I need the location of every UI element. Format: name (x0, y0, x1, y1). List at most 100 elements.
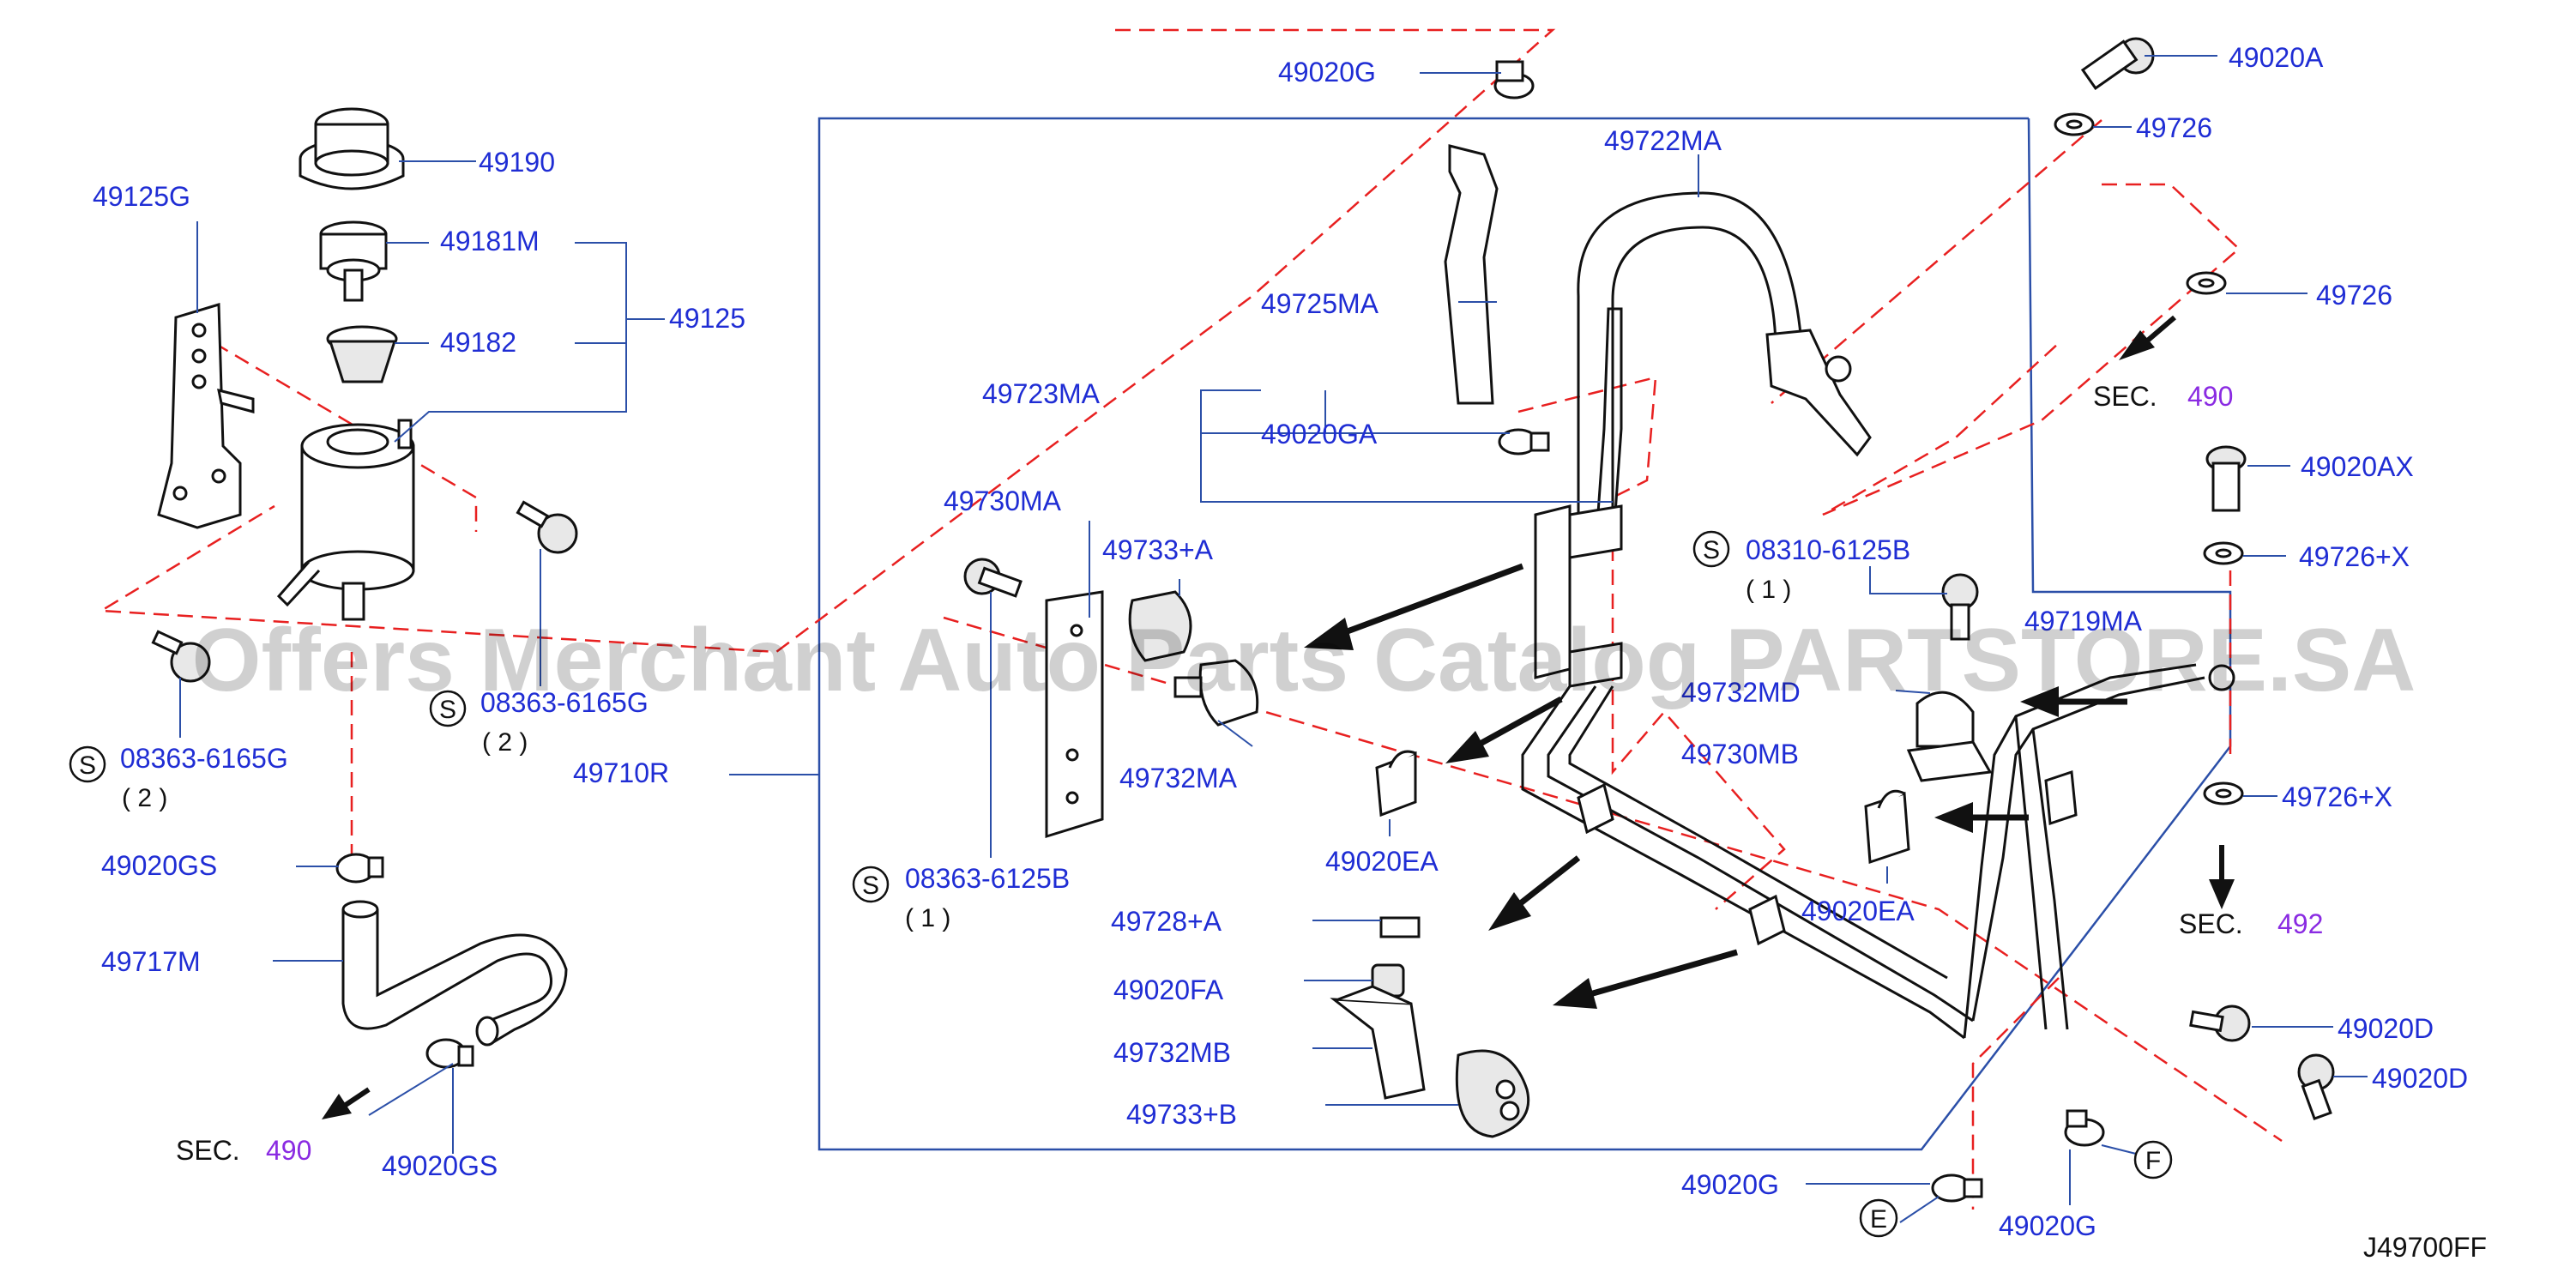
label-49733a: 49733+A (1102, 534, 1214, 565)
label-49730mb: 49730MB (1681, 739, 1799, 769)
label-49733b: 49733+B (1126, 1099, 1237, 1130)
part-labels: 49190 49181M 49182 49125 49125G 08363-61… (93, 42, 2468, 1241)
screw-symbol-a: S (439, 696, 456, 724)
eye-bolt-a (2080, 37, 2155, 90)
label-49020ga: 49020GA (1261, 419, 1378, 449)
label-49020g-bottom-left: 49020G (1681, 1169, 1779, 1200)
bolt-centre (963, 558, 1023, 598)
label-49710r: 49710R (573, 757, 669, 788)
clamp-md (1906, 691, 1993, 782)
label-08310-6125b: 08310-6125B (1746, 534, 1910, 565)
pressure-hose (1577, 191, 1872, 523)
qty-2-a: ( 2 ) (482, 728, 528, 757)
label-49726x-a: 49726+X (2299, 541, 2410, 572)
tube-clamps (1577, 769, 2078, 946)
label-49125: 49125 (669, 303, 745, 334)
sec-label-left: SEC. (176, 1135, 240, 1166)
clamp-g-b (2064, 1109, 2105, 1147)
sec-ref-left: 490 (266, 1135, 311, 1166)
screw-symbol-c: S (862, 872, 879, 900)
label-49182: 49182 (440, 327, 516, 358)
washer-a (2054, 112, 2095, 136)
sec-ref-right-bottom: 492 (2277, 908, 2323, 939)
bolt-left-b (516, 500, 578, 554)
view-marker-e: E (1870, 1205, 1887, 1234)
label-08363-6165g-a: 08363-6165G (480, 687, 649, 718)
qty-1-a: ( 1 ) (1746, 576, 1791, 604)
plate-bracket (1045, 590, 1104, 839)
suction-hose (341, 900, 568, 1047)
washer-b (2186, 271, 2227, 295)
screw-symbols: S S S S (69, 530, 1730, 903)
label-49730ma: 49730MA (944, 486, 1062, 516)
label-49725ma: 49725MA (1261, 288, 1379, 319)
tube-bracket-main (1534, 504, 1623, 688)
watermark-text: Offers Merchant Auto Parts Catalog PARTS… (192, 611, 2416, 710)
label-08363-6165g-b: 08363-6165G (120, 743, 288, 774)
label-49726x-b: 49726+X (2282, 781, 2392, 812)
hose-clamp-left (335, 853, 384, 884)
bolt-left-a (151, 630, 211, 683)
leader-lines (179, 55, 2368, 1223)
label-49020d-b: 49020D (2372, 1063, 2468, 1094)
reservoir-tank (276, 419, 415, 621)
washer-x-b (2203, 781, 2244, 805)
alignment-dashed-lines (97, 28, 2283, 1210)
return-hose (1444, 144, 1623, 550)
label-49020ea-a: 49020EA (1325, 846, 1439, 877)
insulator-b (1455, 1049, 1530, 1138)
label-49020ea-b: 49020EA (1801, 896, 1915, 926)
filler-cap (319, 220, 388, 302)
label-49717m: 49717M (101, 946, 201, 977)
label-49190: 49190 (479, 147, 555, 178)
label-49719ma: 49719MA (2024, 606, 2143, 636)
bolt-08310 (1941, 573, 1979, 641)
label-49020a: 49020A (2229, 42, 2324, 73)
grommet (1379, 916, 1421, 938)
view-marker-f: F (2145, 1147, 2161, 1175)
label-49125g: 49125G (93, 181, 190, 212)
direction-arrows (322, 315, 2235, 1119)
eye-bolt-ax (2205, 445, 2247, 512)
label-49020g-bottom-right: 49020G (1999, 1210, 2096, 1241)
label-08363-6125b: 08363-6125B (905, 863, 1070, 894)
screw-symbol-b: S (79, 751, 96, 780)
clamp-mb (1330, 985, 1426, 1100)
label-49732ma: 49732MA (1119, 763, 1238, 793)
label-49181m: 49181M (440, 226, 540, 256)
reservoir-bracket (157, 303, 255, 529)
assembly-frame (729, 117, 2232, 1151)
washer-x-a (2203, 541, 2244, 565)
label-49020g-top: 49020G (1278, 57, 1376, 87)
label-49020gs-a: 49020GS (101, 850, 217, 881)
label-49732md: 49732MD (1681, 677, 1801, 708)
screw-symbol-d: S (1703, 536, 1720, 564)
section-references: SEC. 490 SEC. 490 SEC. 492 (176, 381, 2323, 1166)
sec-ref-right-top: 490 (2187, 381, 2233, 412)
bolt-d-b (2297, 1053, 2335, 1121)
label-49020fa: 49020FA (1113, 974, 1224, 1005)
strainer (326, 325, 398, 383)
insulator-a (1128, 590, 1259, 727)
label-49020ax: 49020AX (2301, 451, 2414, 482)
qty-2-b: ( 2 ) (122, 784, 167, 812)
reservoir-cap (299, 107, 405, 190)
clamp-g-a (1931, 1173, 1983, 1203)
qty-1-b: ( 1 ) (905, 904, 950, 932)
sec-label-right-top: SEC. (2093, 381, 2157, 412)
label-49732mb: 49732MB (1113, 1037, 1231, 1068)
view-markers: E F (1859, 1140, 2173, 1238)
label-49728a: 49728+A (1111, 906, 1222, 937)
sec-label-right-bottom: SEC. (2179, 908, 2243, 939)
clip-ea-a (1375, 750, 1417, 817)
label-49726-a: 49726 (2136, 112, 2212, 143)
label-49020gs-b: 49020GS (382, 1150, 498, 1181)
return-hose-clamp (1498, 428, 1550, 456)
diagram-code: J49700FF (2363, 1232, 2487, 1263)
label-49020d-a: 49020D (2338, 1013, 2434, 1044)
tube-assembly (1521, 663, 2235, 1040)
hose-clamp-lower (425, 1038, 474, 1069)
bolt-d-a (2189, 1005, 2251, 1042)
clip-ea-b (1864, 789, 1910, 865)
